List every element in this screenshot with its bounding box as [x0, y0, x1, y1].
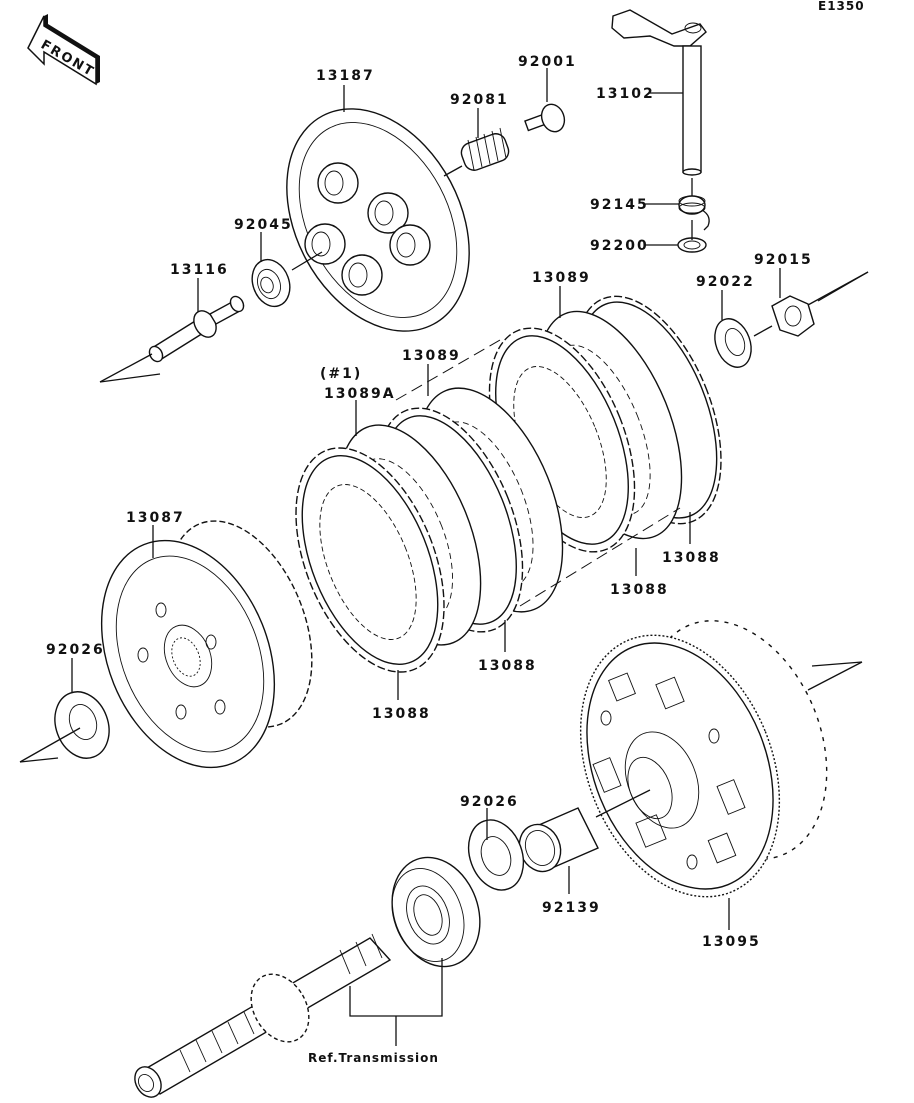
label-13095: 13095	[702, 934, 761, 950]
label-13089-top: 13089	[532, 270, 591, 286]
part-92022-washer[interactable]	[708, 314, 757, 373]
label-92200: 92200	[590, 238, 649, 254]
diagram-code: E1350	[818, 0, 865, 13]
label-92026-left: 92026	[46, 642, 105, 658]
label-92045: 92045	[234, 217, 293, 233]
part-92139-sleeve[interactable]	[512, 807, 599, 878]
part-13116-push-rod[interactable]	[147, 294, 246, 364]
label-92145: 92145	[590, 197, 649, 213]
label-92026-bottom: 92026	[460, 794, 519, 810]
label-13102: 13102	[596, 86, 655, 102]
label-13089-mid: 13089	[402, 348, 461, 364]
part-13087-clutch-hub[interactable]	[70, 500, 340, 793]
label-92081: 92081	[450, 92, 509, 108]
label-92001: 92001	[518, 54, 577, 70]
note-marker-1: (#1)	[320, 366, 362, 382]
label-92139: 92139	[542, 900, 601, 916]
front-arrow-icon: FRONT	[27, 14, 100, 86]
part-13187-pressure-plate[interactable]	[250, 77, 506, 362]
label-13088-d: 13088	[372, 706, 431, 722]
label-92015: 92015	[754, 252, 813, 268]
part-transmission-bearing[interactable]	[377, 845, 494, 979]
ref-transmission-label: Ref.Transmission	[308, 1051, 439, 1065]
part-92026-washer-bottom[interactable]	[459, 812, 532, 897]
part-92015-nut[interactable]	[771, 295, 815, 337]
label-13089A: 13089A	[324, 386, 396, 402]
part-13088-friction-plate-front[interactable]	[266, 427, 473, 694]
part-transmission-shaft[interactable]	[130, 933, 392, 1102]
label-13088-a: 13088	[662, 550, 721, 566]
part-92145-torsion-spring[interactable]	[678, 195, 710, 231]
label-13088-b: 13088	[610, 582, 669, 598]
part-92001-bolt[interactable]	[524, 101, 568, 135]
label-13087: 13087	[126, 510, 185, 526]
label-92022: 92022	[696, 274, 755, 290]
part-92045-bearing[interactable]	[246, 254, 296, 311]
label-13116: 13116	[170, 262, 229, 278]
label-13088-c: 13088	[478, 658, 537, 674]
part-13095-clutch-housing[interactable]	[544, 594, 861, 927]
part-92200-washer[interactable]	[677, 237, 707, 253]
part-92026-washer-left[interactable]	[46, 684, 118, 766]
label-13187: 13187	[316, 68, 375, 84]
part-92081-spring[interactable]	[459, 127, 512, 173]
part-13102-release-shaft[interactable]	[611, 9, 707, 176]
